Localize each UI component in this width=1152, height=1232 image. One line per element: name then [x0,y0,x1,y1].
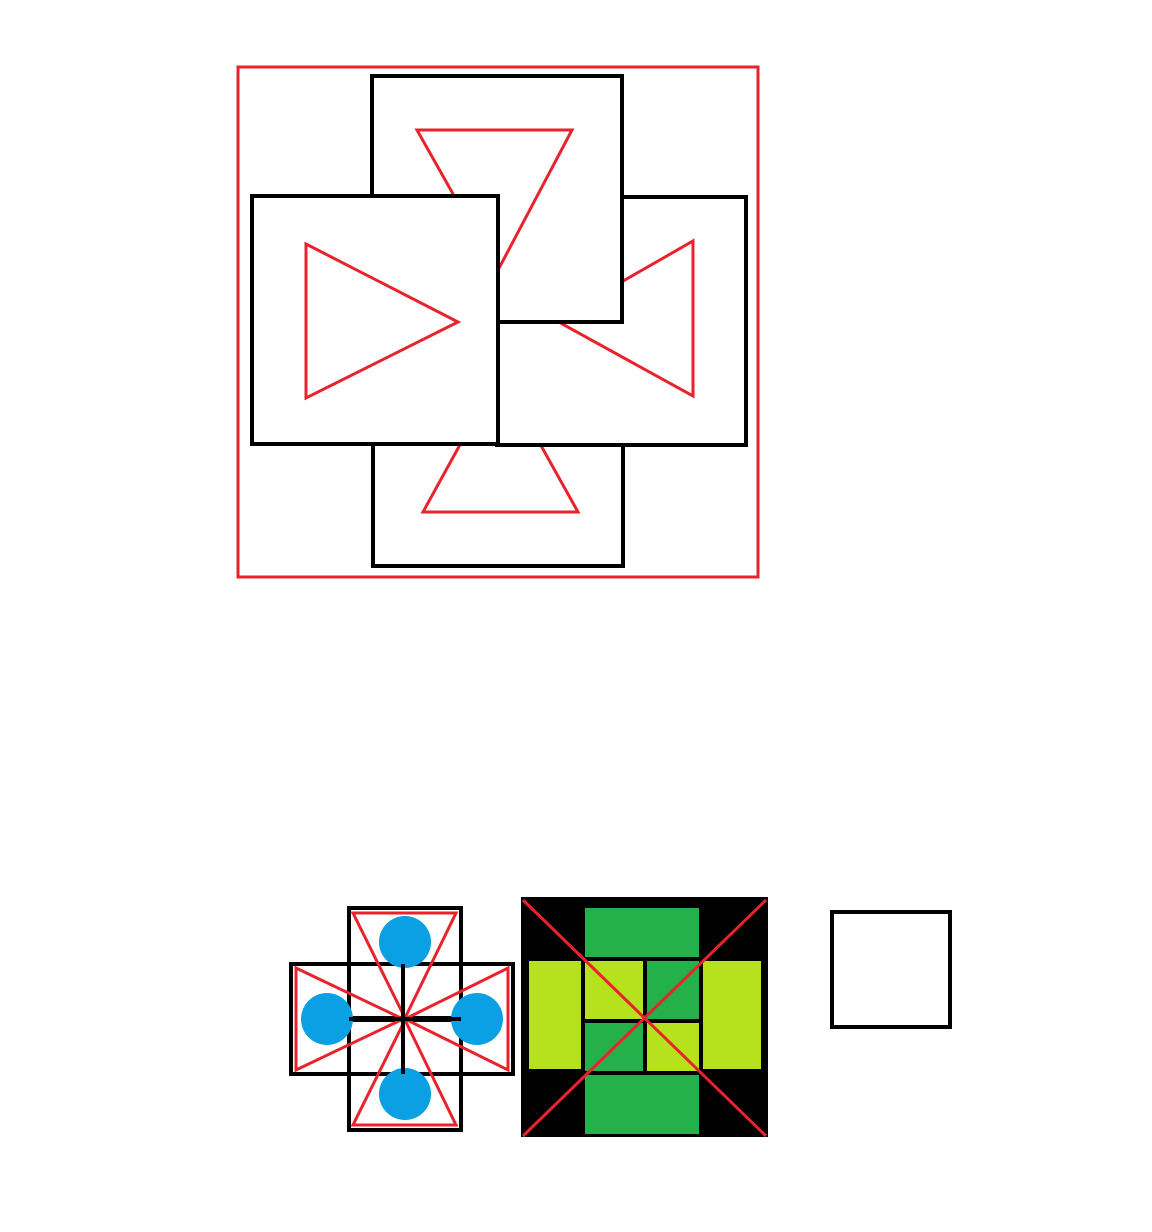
option1-top-dot [379,916,431,968]
option1-left-dot [301,993,353,1045]
main-outer-red-frame [236,65,760,579]
option1-bottom-triangle [350,1016,459,1127]
main-left-square [250,194,500,446]
option-2-figure[interactable] [521,897,768,1138]
option1-left-triangle [294,965,407,1073]
main-figure [236,65,760,579]
main-left-triangle [304,241,462,401]
option-1-figure[interactable] [289,906,515,1132]
option1-right-triangle [401,965,510,1073]
option2-lime-right-block [699,961,761,1069]
option1-bottom-dot [379,1068,431,1120]
option2-lime-left-block [529,961,585,1069]
option-3-figure[interactable] [830,910,952,1029]
option1-right-dot [451,993,503,1045]
option2-red-diagonal-2 [521,898,768,1138]
option1-top-triangle [350,911,459,1022]
option3-empty-square [830,910,952,1029]
